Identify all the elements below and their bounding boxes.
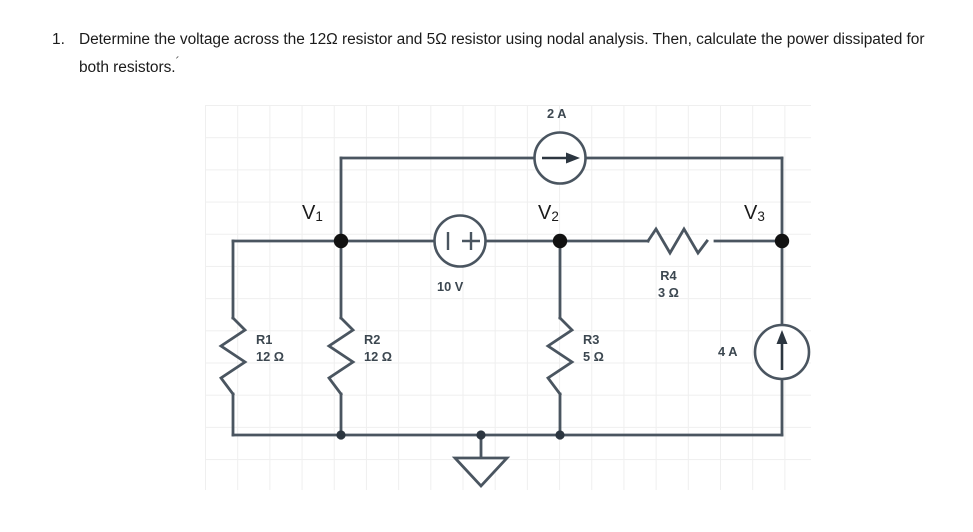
circuit-schematic [218, 131, 811, 489]
node-dot-r2-ground [336, 430, 346, 440]
node-dot-v1 [333, 233, 349, 249]
node-dot-v3 [774, 233, 790, 249]
resistor-r1-designator: R1 [256, 332, 273, 347]
current-source-4a-label: 4 A [718, 344, 738, 359]
node-label-v1-sub: 1 [315, 209, 323, 224]
resistor-r1-value: 12 Ω [256, 348, 285, 364]
node-dot-r3-ground [555, 430, 565, 440]
resistor-r3-value: 5 Ω [583, 348, 604, 364]
resistor-r3-label: R3 5 Ω [583, 332, 604, 366]
voltage-source-10v-body [433, 214, 487, 268]
resistor-r1-zigzag [218, 316, 248, 396]
node-label-v2-sub: 2 [551, 209, 559, 224]
current-source-2a-label: 2 A [547, 106, 567, 121]
current-source-2a [533, 131, 587, 185]
resistor-r3-zigzag [545, 316, 575, 396]
node-dot-ground [476, 430, 486, 440]
node-label-v3-base: V [744, 202, 758, 224]
voltage-source-10v-label: 10 V [437, 279, 464, 294]
question-number: 1. [52, 31, 65, 48]
current-source-2a-arrow-head [566, 152, 580, 164]
resistor-r4-zigzag [646, 226, 709, 256]
stray-mark: ´ [175, 53, 180, 69]
node-label-v2-base: V [538, 202, 552, 224]
resistor-r4-designator: R4 [660, 268, 677, 283]
ground-icon [451, 456, 511, 489]
node-label-v1-base: V [302, 202, 316, 224]
grid-background [205, 105, 811, 490]
voltage-source-10v [433, 214, 487, 268]
resistor-r1-label: R1 12 Ω [256, 332, 284, 366]
node-label-v3: V3 [744, 202, 765, 225]
resistor-r2-zigzag [326, 316, 356, 396]
node-label-v2: V2 [538, 202, 559, 225]
resistor-r2-value: 12 Ω [364, 348, 393, 364]
resistor-r2-label: R2 12 Ω [364, 332, 392, 366]
question-text: Determine the voltage across the 12Ω res… [79, 28, 932, 79]
resistor-r3-designator: R3 [583, 332, 600, 347]
current-source-4a [753, 323, 811, 381]
question-block: 1. Determine the voltage across the 12Ω … [52, 28, 932, 79]
node-dot-v2 [552, 233, 568, 249]
node-label-v3-sub: 3 [757, 209, 765, 224]
resistor-r4-label: R4 3 Ω [658, 268, 679, 302]
question-row: 1. Determine the voltage across the 12Ω … [52, 28, 932, 79]
circuit-diagram: V1 V2 V3 2 A 10 V 4 A R1 12 Ω R2 12 Ω R3… [0, 96, 973, 532]
resistor-r4-value: 3 Ω [658, 284, 679, 300]
node-label-v1: V1 [302, 202, 323, 225]
current-source-4a-arrow-head [776, 330, 788, 344]
resistor-r2-designator: R2 [364, 332, 381, 347]
question-body: Determine the voltage across the 12Ω res… [78, 31, 925, 76]
